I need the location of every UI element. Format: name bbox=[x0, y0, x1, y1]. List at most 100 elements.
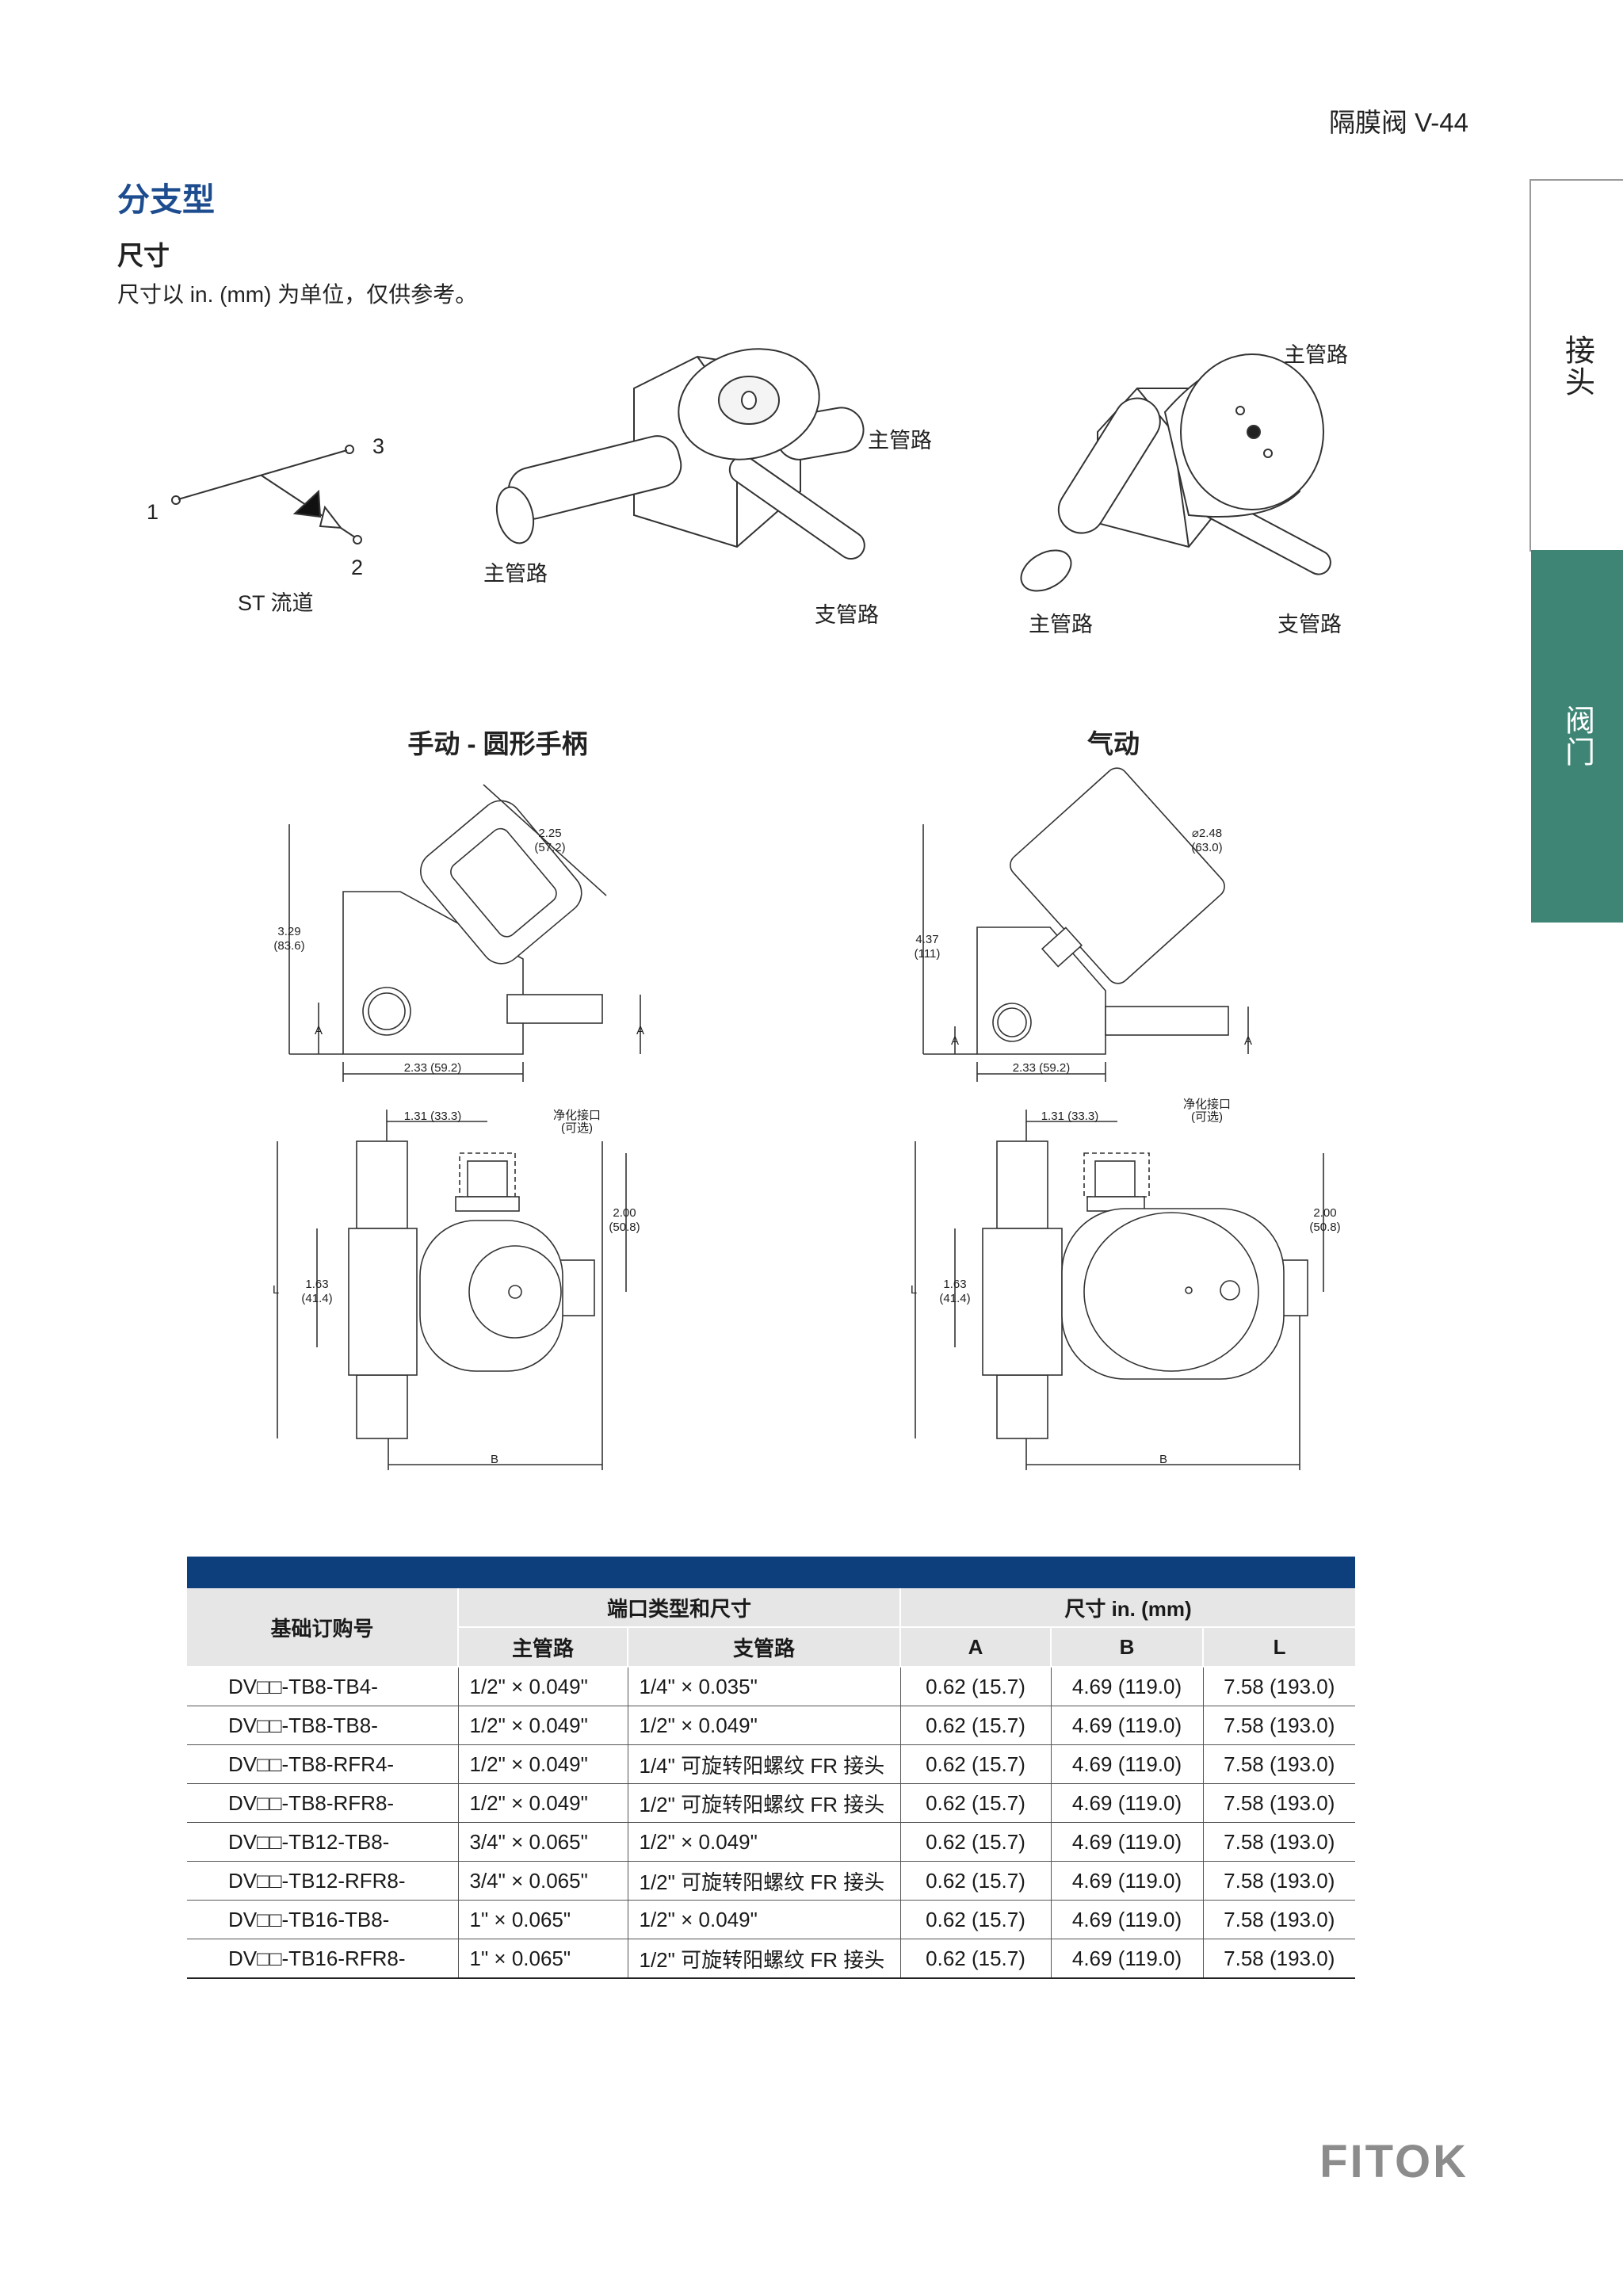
section-title: 分支型 bbox=[117, 181, 215, 218]
cell-model: DV□□-TB8-RFR4- bbox=[187, 1744, 459, 1784]
cell-model: DV□□-TB8-RFR8- bbox=[187, 1783, 459, 1823]
cell-a: 0.62 (15.7) bbox=[900, 1667, 1052, 1706]
cell-b: 4.69 (119.0) bbox=[1051, 1744, 1204, 1784]
cell-main: 1/2" × 0.049" bbox=[458, 1744, 628, 1784]
manual-offset: 1.31 (33.3) bbox=[404, 1110, 462, 1123]
pneumatic-width: 2.33 (59.2) bbox=[1013, 1061, 1071, 1075]
cell-model: DV□□-TB12-TB8- bbox=[187, 1822, 459, 1862]
table-top-bar bbox=[187, 1557, 1355, 1588]
manual-width: 2.33 (59.2) bbox=[404, 1061, 462, 1075]
cell-main: 1" × 0.065" bbox=[458, 1900, 628, 1939]
cell-branch: 1/2" × 0.049" bbox=[628, 1900, 901, 1939]
col-group-ports: 端口类型和尺寸 bbox=[458, 1588, 902, 1628]
col-group-dimensions: 尺寸 in. (mm) bbox=[900, 1588, 1356, 1628]
pneumatic-label-l: L bbox=[911, 1283, 917, 1297]
manual-center-in: 1.63 bbox=[305, 1278, 328, 1291]
pneumatic-purge-port: 净化接口 bbox=[1183, 1098, 1231, 1111]
col-header-main: 主管路 bbox=[458, 1627, 628, 1668]
table-row: DV□□-TB8-TB4- 1/2" × 0.049" 1/4" × 0.035… bbox=[187, 1667, 1356, 1706]
cell-b: 4.69 (119.0) bbox=[1051, 1900, 1204, 1939]
cell-a: 0.62 (15.7) bbox=[900, 1706, 1052, 1745]
cell-a: 0.62 (15.7) bbox=[900, 1822, 1052, 1862]
pneumatic-valve-illustration bbox=[1020, 353, 1331, 592]
port-1-label: 1 bbox=[147, 500, 158, 524]
manual-label-l: L bbox=[273, 1283, 279, 1297]
manual-main-line-bottom: 主管路 bbox=[483, 562, 548, 586]
pneumatic-side-label-a2: A bbox=[1244, 1034, 1252, 1048]
manual-purge-port-note: (可选) bbox=[561, 1121, 593, 1135]
pneumatic-center-mm: (41.4) bbox=[939, 1292, 970, 1305]
side-tab-fittings-label: 接头 bbox=[1560, 334, 1594, 398]
cell-model: DV□□-TB16-RFR8- bbox=[187, 1939, 459, 1979]
pneumatic-height-mm: (111) bbox=[915, 947, 941, 961]
cell-main: 3/4" × 0.065" bbox=[458, 1822, 628, 1862]
manual-label-b: B bbox=[491, 1453, 498, 1466]
cell-branch: 1/2" 可旋转阳螺纹 FR 接头 bbox=[628, 1861, 901, 1901]
table-row: DV□□-TB16-TB8- 1" × 0.065" 1/2" × 0.049"… bbox=[187, 1900, 1356, 1939]
manual-height-in: 3.29 bbox=[277, 925, 300, 938]
table-row: DV□□-TB16-RFR8- 1" × 0.065" 1/2" 可旋转阳螺纹 … bbox=[187, 1939, 1356, 1979]
col-header-model: 基础订购号 bbox=[187, 1588, 459, 1668]
pneumatic-side-label-a1: A bbox=[951, 1034, 959, 1048]
manual-side-label-a1: A bbox=[315, 1024, 323, 1037]
col-header-l: L bbox=[1203, 1627, 1356, 1668]
manual-valve-illustration bbox=[495, 348, 865, 560]
cell-branch: 1/4" 可旋转阳螺纹 FR 接头 bbox=[628, 1744, 901, 1784]
cell-a: 0.62 (15.7) bbox=[900, 1861, 1052, 1901]
cell-l: 7.58 (193.0) bbox=[1203, 1861, 1356, 1901]
cell-l: 7.58 (193.0) bbox=[1203, 1783, 1356, 1823]
cell-model: DV□□-TB8-TB8- bbox=[187, 1706, 459, 1745]
manual-height-mm: (83.6) bbox=[273, 939, 304, 953]
col-header-a: A bbox=[900, 1627, 1052, 1668]
unit-note: 尺寸以 in. (mm) 为单位，仅供参考。 bbox=[117, 282, 478, 307]
side-tab-fittings[interactable]: 接头 bbox=[1529, 179, 1623, 552]
manual-drawing-title: 手动 - 圆形手柄 bbox=[407, 729, 587, 758]
pneumatic-depth-mm: (50.8) bbox=[1309, 1221, 1340, 1234]
manual-center-mm: (41.4) bbox=[301, 1292, 332, 1305]
cell-branch: 1/4" × 0.035" bbox=[628, 1667, 901, 1706]
manual-handle-dia-in: 2.25 bbox=[538, 827, 561, 840]
manual-branch-line: 支管路 bbox=[815, 603, 879, 627]
pneumatic-height-in: 4.37 bbox=[915, 933, 938, 946]
cell-branch: 1/2" 可旋转阳螺纹 FR 接头 bbox=[628, 1783, 901, 1823]
manual-depth-mm: (50.8) bbox=[609, 1221, 640, 1234]
side-tab-valves[interactable]: 阀门 bbox=[1531, 550, 1623, 923]
dimension-table: 基础订购号 端口类型和尺寸 尺寸 in. (mm) 主管路 支管路 A B L … bbox=[187, 1557, 1356, 1979]
cell-main: 1/2" × 0.049" bbox=[458, 1667, 628, 1706]
cell-b: 4.69 (119.0) bbox=[1051, 1706, 1204, 1745]
port-3-label: 3 bbox=[372, 434, 384, 458]
pneumatic-label-b: B bbox=[1159, 1453, 1167, 1466]
pneumatic-branch-line: 支管路 bbox=[1277, 613, 1342, 636]
flow-caption: ST 流道 bbox=[238, 591, 314, 615]
cell-model: DV□□-TB12-RFR8- bbox=[187, 1861, 459, 1901]
table-row: DV□□-TB8-TB8- 1/2" × 0.049" 1/2" × 0.049… bbox=[187, 1706, 1356, 1745]
manual-handle-dia-mm: (57.2) bbox=[534, 841, 565, 854]
pneumatic-depth-in: 2.00 bbox=[1313, 1206, 1336, 1220]
pneumatic-main-line-bottom: 主管路 bbox=[1029, 613, 1093, 636]
table-row: DV□□-TB8-RFR8- 1/2" × 0.049" 1/2" 可旋转阳螺纹… bbox=[187, 1783, 1356, 1823]
cell-model: DV□□-TB16-TB8- bbox=[187, 1900, 459, 1939]
cell-branch: 1/2" × 0.049" bbox=[628, 1822, 901, 1862]
page-header-label: 隔膜阀 V-44 bbox=[1328, 108, 1468, 137]
manual-main-line-top: 主管路 bbox=[868, 429, 932, 453]
col-header-b: B bbox=[1051, 1627, 1205, 1668]
cell-main: 1/2" × 0.049" bbox=[458, 1706, 628, 1745]
manual-purge-port: 净化接口 bbox=[553, 1109, 601, 1122]
fitok-logo: FITOK bbox=[1319, 2136, 1468, 2187]
pneumatic-center-in: 1.63 bbox=[943, 1278, 966, 1291]
cell-b: 4.69 (119.0) bbox=[1051, 1822, 1204, 1862]
pneumatic-side-view bbox=[922, 767, 1249, 1082]
manual-top-view bbox=[277, 1110, 627, 1470]
cell-b: 4.69 (119.0) bbox=[1051, 1861, 1204, 1901]
manual-side-label-a2: A bbox=[636, 1024, 644, 1037]
cell-b: 4.69 (119.0) bbox=[1051, 1667, 1204, 1706]
pneumatic-actuator-dia-in: ⌀2.48 bbox=[1192, 827, 1222, 840]
pneumatic-offset: 1.31 (33.3) bbox=[1041, 1110, 1099, 1123]
pneumatic-purge-port-note: (可选) bbox=[1191, 1110, 1223, 1124]
manual-side-view bbox=[288, 784, 641, 1082]
flow-schematic bbox=[171, 445, 362, 544]
cell-main: 1" × 0.065" bbox=[458, 1939, 628, 1979]
table-row: DV□□-TB12-TB8- 3/4" × 0.065" 1/2" × 0.04… bbox=[187, 1822, 1356, 1862]
table-row: DV□□-TB12-RFR8- 3/4" × 0.065" 1/2" 可旋转阳螺… bbox=[187, 1861, 1356, 1901]
cell-l: 7.58 (193.0) bbox=[1203, 1667, 1356, 1706]
